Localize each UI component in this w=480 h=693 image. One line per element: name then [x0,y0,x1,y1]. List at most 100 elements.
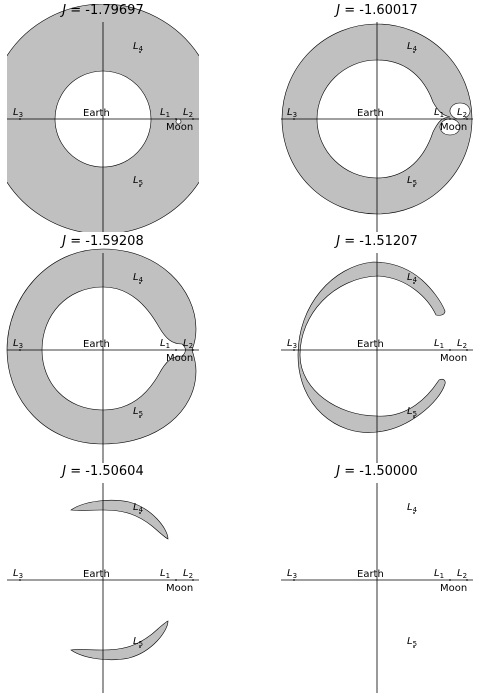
lagrange-label-l4: L4 [133,41,144,53]
jacobi-symbol: J [62,3,67,18]
lagrange-point-l3 [293,579,295,581]
lagrange-symbol: L [183,568,189,579]
lagrange-subscript: 3 [292,111,298,119]
lagrange-label-l4: L4 [133,272,144,284]
lagrange-symbol: L [434,107,440,118]
lagrange-label-l3: L3 [13,107,24,119]
lagrange-symbol: L [457,107,463,118]
lagrange-point-l4 [413,282,415,284]
lagrange-label-l5: L5 [407,636,418,648]
lagrange-point-l5 [139,185,141,187]
lagrange-label-l2: L2 [183,568,193,580]
lagrange-point-l3 [293,349,295,351]
lagrange-label-l4: L4 [407,272,417,284]
lagrange-label-l3: L3 [287,338,297,350]
moon-label: Moon [440,353,468,364]
lagrange-subscript: 4 [412,506,418,514]
lagrange-subscript: 5 [412,640,418,648]
lagrange-label-l4: L4 [407,41,418,53]
lagrange-subscript: 3 [18,342,24,350]
lagrange-label-l5: L5 [407,406,418,418]
earth-label: Earth [357,108,384,119]
lagrange-label-l2: L2 [457,568,467,580]
lagrange-point-l4 [413,512,415,514]
lagrange-point-l3 [19,349,21,351]
jacobi-value: = -1.60017 [340,3,418,18]
lagrange-subscript: 4 [412,45,418,53]
lagrange-subscript: 5 [138,410,144,418]
lagrange-subscript: 5 [138,640,144,648]
panel-canvas [281,483,473,693]
moon-label: Moon [440,583,468,594]
lagrange-point-l2 [466,579,468,581]
panel-canvas [281,253,473,463]
earth-label: Earth [357,339,384,350]
lagrange-label-l3: L3 [287,107,298,119]
lagrange-point-l4 [139,512,141,514]
panel-title: J = -1.60017 [257,3,480,19]
lagrange-point-l5 [413,185,415,187]
moon-label: Moon [166,122,194,133]
jacobi-symbol: J [336,464,341,479]
lagrange-symbol: L [407,272,413,283]
lagrange-subscript: 3 [292,572,298,580]
lagrange-subscript: 5 [412,410,418,418]
lagrange-subscript: 4 [138,45,144,53]
lagrange-subscript: 1 [165,111,171,119]
jacobi-value: = -1.79697 [66,3,144,18]
lagrange-subscript: 1 [439,111,445,119]
lagrange-label-l5: L5 [133,636,144,648]
lagrange-point-l1 [449,118,451,120]
lagrange-point-l3 [19,118,21,120]
lagrange-point-l4 [139,282,141,284]
lagrange-symbol: L [133,175,139,186]
lagrange-symbol: L [407,41,413,52]
lagrange-point-l1 [175,118,177,120]
lagrange-symbol: L [13,338,19,349]
lagrange-subscript: 4 [138,506,144,514]
jacobi-symbol: J [336,234,341,249]
jacobi-value: = -1.50604 [66,464,144,479]
lagrange-label-l1: L1 [160,107,171,119]
lagrange-symbol: L [457,338,463,349]
lagrange-point-l5 [139,416,141,418]
lagrange-symbol: L [13,107,19,118]
lagrange-subscript: 2 [188,111,194,119]
panel-title: J = -1.51207 [257,234,480,250]
lagrange-point-l2 [192,579,194,581]
lagrange-subscript: 2 [462,111,468,119]
jacobi-value: = -1.59208 [66,234,144,249]
lagrange-subscript: 4 [138,276,144,284]
lagrange-point-l1 [175,349,177,351]
lagrange-symbol: L [183,338,189,349]
forbidden-region-2 [70,620,169,661]
lagrange-symbol: L [457,568,463,579]
lagrange-subscript: 5 [138,179,144,187]
lagrange-symbol: L [434,568,440,579]
lagrange-point-l1 [175,579,177,581]
lagrange-symbol: L [160,338,166,349]
lagrange-symbol: L [407,406,413,417]
lagrange-symbol: L [13,568,19,579]
lagrange-symbol: L [160,568,166,579]
lagrange-label-l1: L1 [434,107,445,119]
lagrange-subscript: 1 [439,572,445,580]
lagrange-symbol: L [407,636,413,647]
lagrange-label-l1: L1 [434,568,445,580]
lagrange-symbol: L [160,107,166,118]
lagrange-subscript: 3 [18,111,24,119]
lagrange-point-l5 [139,646,141,648]
forbidden-region-2 [439,102,471,136]
lagrange-label-l1: L1 [160,568,171,580]
lagrange-label-l5: L5 [133,175,144,187]
lagrange-point-l2 [466,349,468,351]
lagrange-symbol: L [407,502,413,513]
lagrange-subscript: 1 [165,572,171,580]
lagrange-symbol: L [133,41,139,52]
lagrange-label-l2: L2 [183,107,194,119]
lagrange-point-l2 [466,118,468,120]
